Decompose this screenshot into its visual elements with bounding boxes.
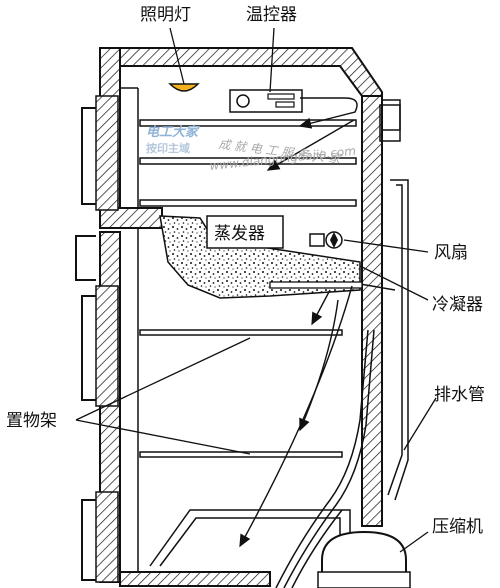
label-fan: 风扇 [434, 243, 468, 263]
door-handles [75, 107, 96, 581]
watermark-brand-2: 按印主域 [146, 141, 190, 155]
airflow-arrows [239, 97, 358, 548]
thermostat-leader [269, 27, 275, 93]
evaporator-label-box [206, 215, 284, 249]
light-leader [169, 27, 185, 85]
label-thermostat: 温控器 [246, 5, 297, 25]
shelves-leader-1 [75, 337, 251, 421]
fan-icon [309, 231, 343, 249]
watermark-brand-1: 电工大家 [146, 124, 200, 140]
thermostat-icon [229, 89, 303, 113]
label-drain-pipe: 排水管 [434, 385, 485, 405]
condenser-leader [359, 265, 429, 301]
label-condenser: 冷凝器 [432, 295, 483, 315]
label-evaporator: 蒸发器 [214, 224, 265, 244]
crisper-drawer [149, 509, 351, 567]
compressor-icon [317, 530, 411, 588]
condenser-coil-back [379, 99, 409, 501]
label-light: 照明灯 [140, 5, 191, 25]
leader-lines [75, 27, 437, 553]
door-mid [95, 285, 119, 407]
fan-leader [343, 239, 429, 253]
watermark: 电工大家 按印主域 成 就 电 工 服 务 大 家 www.diangongda… [146, 124, 357, 173]
door-low [95, 491, 119, 583]
fridge-shelf-1 [139, 329, 343, 336]
divider-wall [99, 207, 163, 229]
shelves-leader-2 [75, 419, 251, 455]
label-shelves: 置物架 [6, 411, 57, 431]
lamp-icon [168, 83, 200, 92]
freezer-shelves [139, 119, 357, 207]
freezer-shelf-2 [139, 157, 357, 165]
freezer-shelf-3 [139, 199, 357, 207]
freezer-shelf-1 [139, 119, 357, 127]
cabinet-walls [95, 47, 383, 587]
compressor-leader [399, 531, 429, 553]
door-top [95, 95, 119, 211]
back-wall [361, 95, 383, 527]
label-compressor: 压缩机 [432, 517, 483, 537]
bottom-wall [119, 571, 271, 587]
refrigerant-piping [275, 329, 375, 588]
drain-leader [403, 397, 437, 451]
